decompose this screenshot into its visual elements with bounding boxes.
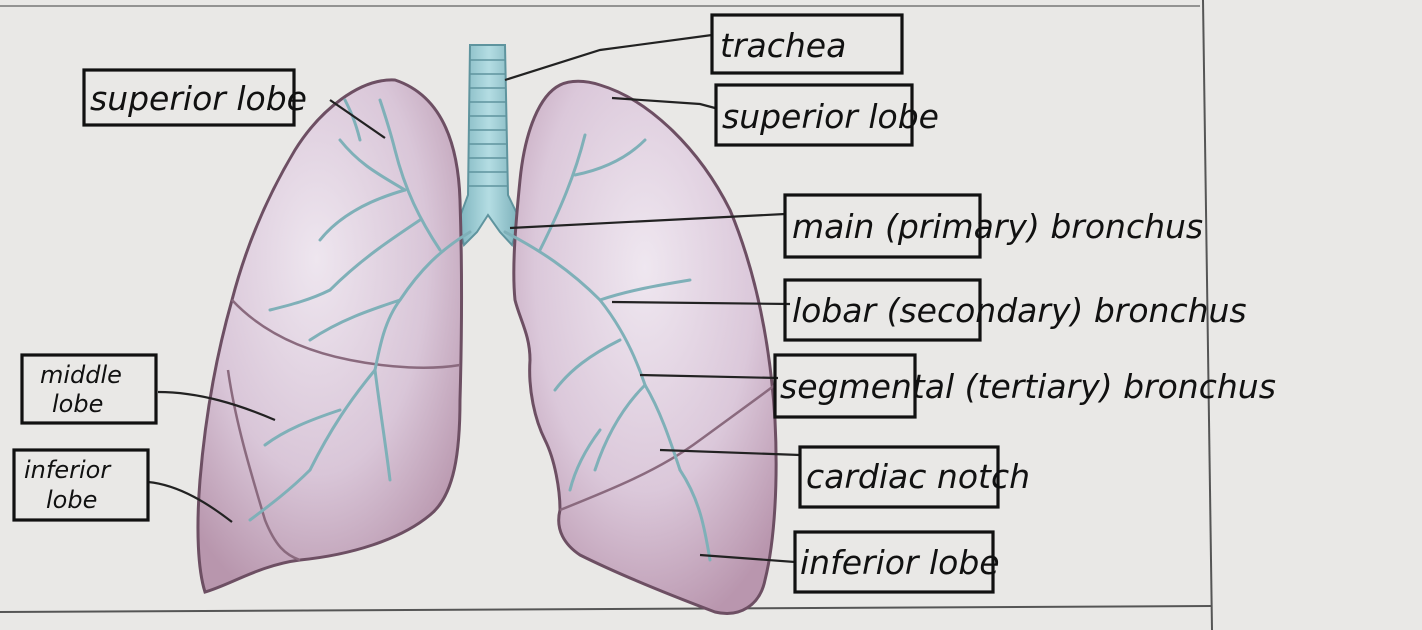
label-lobar-bronchus: lobar (secondary) bronchus bbox=[792, 291, 1247, 330]
label-trachea: trachea bbox=[720, 26, 846, 65]
label-middle-lobe-line1: middle bbox=[40, 361, 122, 389]
frame-bottom-edge bbox=[0, 606, 1212, 612]
label-superior-lobe-right: superior lobe bbox=[722, 97, 939, 136]
right-lung bbox=[198, 80, 470, 592]
leader-trachea bbox=[505, 35, 712, 80]
label-inferior-lobe-right: inferior lobe bbox=[800, 543, 1000, 582]
label-segmental-bronchus: segmental (tertiary) bronchus bbox=[780, 367, 1276, 406]
label-inferior-lobe-left-line2: lobe bbox=[46, 486, 97, 514]
label-cardiac-notch: cardiac notch bbox=[806, 457, 1030, 496]
trachea-shape bbox=[458, 45, 520, 245]
label-inferior-lobe-left-line1: inferior bbox=[24, 456, 112, 484]
label-middle-lobe-line2: lobe bbox=[52, 390, 103, 418]
label-main-bronchus: main (primary) bronchus bbox=[792, 207, 1203, 246]
left-lung bbox=[505, 81, 776, 613]
label-superior-lobe-left: superior lobe bbox=[90, 79, 307, 118]
